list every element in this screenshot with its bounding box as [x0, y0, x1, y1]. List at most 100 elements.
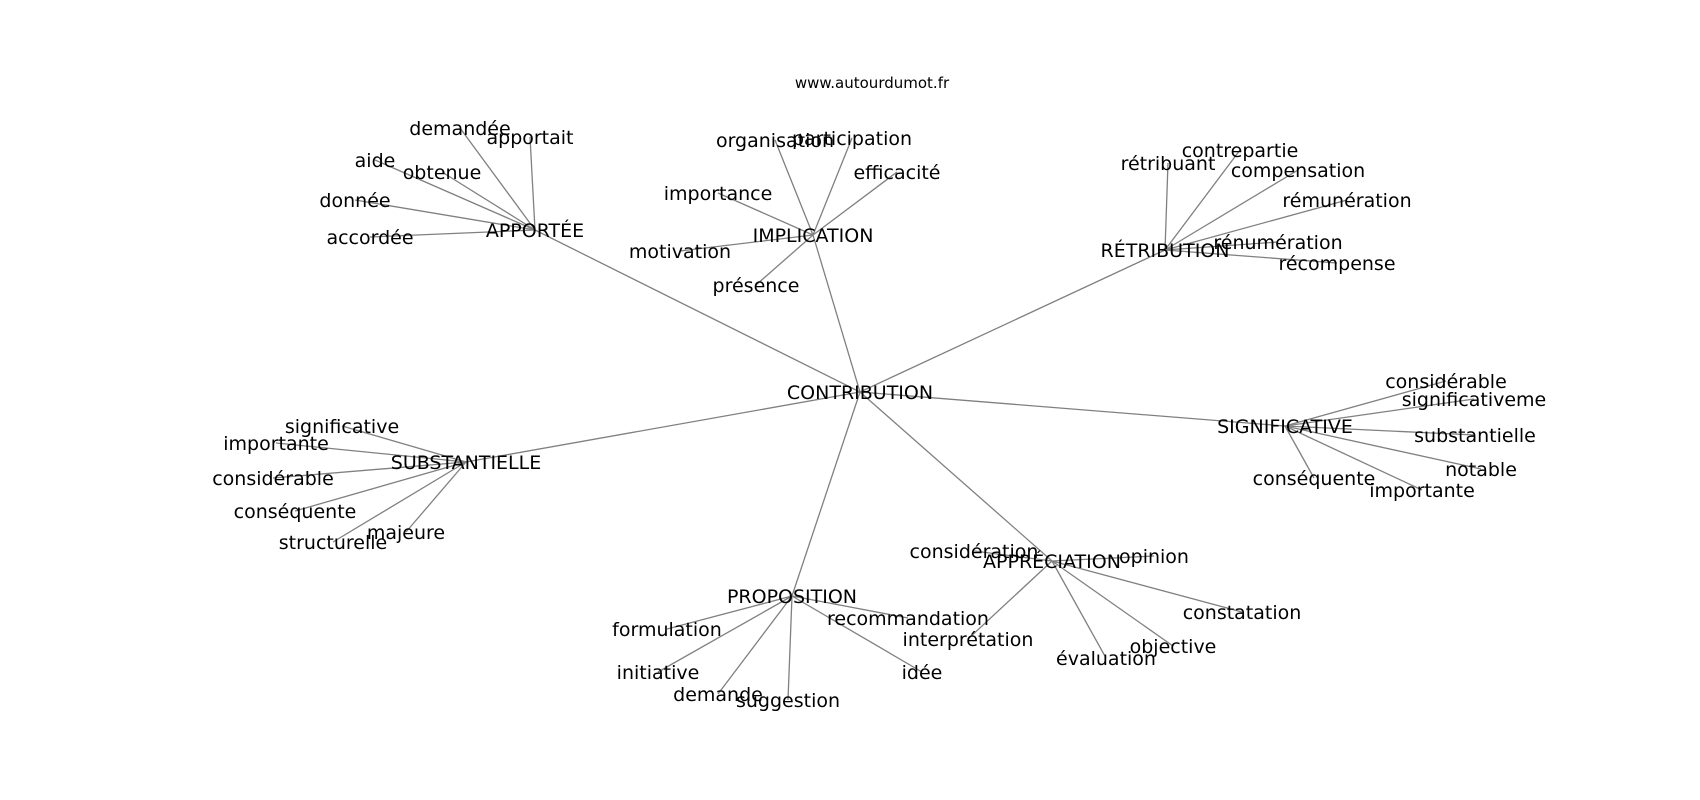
edge-line — [666, 595, 793, 630]
leaf-word-label: compensation — [1231, 160, 1365, 182]
edge-line — [369, 229, 536, 238]
edge-line — [791, 595, 923, 673]
hub-word-label: SIGNIFICATIVE — [1217, 416, 1353, 438]
edge-line — [679, 234, 814, 252]
edge-line — [294, 461, 467, 512]
edge-line — [657, 595, 793, 673]
edge-line — [1284, 380, 1447, 427]
edge-line — [812, 137, 853, 236]
edge-line — [465, 391, 861, 463]
edge-line — [967, 560, 1053, 640]
edge-line — [405, 461, 467, 533]
leaf-word-label: rémunération — [1282, 190, 1411, 212]
leaf-word-label: rénumération — [1213, 232, 1342, 254]
edge-line — [1284, 425, 1482, 470]
leaf-word-label: conséquente — [1253, 468, 1376, 490]
edge-line — [774, 139, 814, 236]
leaf-word-label: considérable — [212, 468, 334, 490]
hub-word-label: PROPOSITION — [727, 586, 857, 608]
edge-line — [1284, 425, 1476, 436]
edge-line — [755, 234, 814, 286]
edge-line — [1284, 425, 1423, 491]
edge-line — [1284, 425, 1315, 479]
leaf-word-label: organisation — [716, 130, 834, 152]
edge-line — [441, 171, 536, 231]
leaf-word-label: demandée — [409, 118, 510, 140]
edge-line — [1164, 169, 1299, 251]
leaf-word-label: obtenue — [403, 162, 482, 184]
leaf-word-label: significative — [285, 416, 399, 438]
hub-word-label: IMPLICATION — [753, 225, 874, 247]
leaf-word-label: majeure — [367, 522, 445, 544]
leaf-word-label: notable — [1445, 459, 1517, 481]
edge-line — [717, 192, 814, 236]
leaf-word-label: idée — [902, 662, 943, 684]
edge-line — [812, 234, 861, 393]
edge-line — [859, 391, 1286, 427]
edge-line — [534, 229, 861, 393]
hub-word-label: APPRÉCIATION — [983, 550, 1121, 573]
edge-line — [1164, 149, 1241, 251]
edge-line — [341, 425, 467, 463]
leaf-word-label: initiative — [617, 662, 700, 684]
edges-layer — [272, 127, 1482, 701]
leaf-word-label: présence — [713, 275, 800, 297]
leaf-word-label: évaluation — [1056, 648, 1156, 670]
leaf-word-label: suggestion — [736, 690, 840, 712]
leaf-word-label: importante — [223, 433, 329, 455]
edge-line — [812, 171, 898, 236]
edge-line — [1164, 241, 1279, 251]
leaf-word-label: efficacité — [853, 162, 940, 184]
edge-line — [791, 595, 909, 619]
leaf-word-label: motivation — [629, 241, 731, 263]
leaf-word-label: conséquente — [234, 501, 357, 523]
leaf-word-label: recommandation — [827, 608, 989, 630]
site-credit: www.autourdumot.fr — [795, 74, 950, 92]
leaf-word-label: accordée — [326, 227, 413, 249]
leaf-word-label: demande — [673, 684, 763, 706]
leaf-word-label: structurelle — [279, 532, 387, 554]
leaf-word-label: contrepartie — [1182, 140, 1299, 162]
leaf-word-label: importante — [1369, 480, 1475, 502]
edge-line — [1164, 199, 1348, 251]
leaf-word-label: participation — [792, 128, 912, 150]
leaf-word-label: formulation — [612, 619, 722, 641]
edge-line — [973, 550, 1053, 562]
hub-word-label: SUBSTANTIELLE — [391, 452, 541, 474]
leaf-word-label: récompense — [1278, 253, 1395, 275]
leaf-word-label: donnée — [319, 190, 390, 212]
edge-line — [1164, 162, 1169, 251]
edge-line — [859, 249, 1166, 393]
hub-word-label: APPORTÉE — [486, 219, 584, 242]
edge-line — [1051, 560, 1107, 659]
edge-line — [1051, 560, 1174, 647]
center-word-label: CONTRIBUTION — [787, 382, 933, 404]
edge-line — [791, 391, 861, 597]
edge-line — [374, 159, 536, 231]
leaf-word-label: opinion — [1119, 546, 1189, 568]
leaf-word-label: importance — [664, 183, 773, 205]
edge-line — [332, 461, 467, 543]
leaf-word-label: aide — [355, 150, 396, 172]
edge-line — [1284, 398, 1475, 427]
edge-line — [459, 127, 536, 231]
edge-line — [717, 595, 793, 695]
leaf-word-label: rétribuant — [1121, 153, 1216, 175]
edge-line — [354, 199, 536, 231]
leaf-word-label: constatation — [1183, 602, 1302, 624]
edge-line — [275, 442, 467, 463]
leaf-word-label: considération — [910, 541, 1039, 563]
leaf-word-label: apportait — [486, 127, 573, 149]
edge-line — [787, 595, 793, 701]
hub-word-label: RÉTRIBUTION — [1101, 239, 1230, 262]
leaf-word-label: considérable — [1385, 371, 1507, 393]
leaf-word-label: significativeme — [1402, 389, 1546, 411]
leaf-word-label: interprétation — [903, 629, 1034, 651]
edge-line — [1164, 249, 1338, 264]
edge-line — [859, 391, 1053, 562]
edge-line — [1051, 555, 1155, 562]
edge-line — [1051, 560, 1243, 613]
edge-line — [272, 461, 467, 479]
